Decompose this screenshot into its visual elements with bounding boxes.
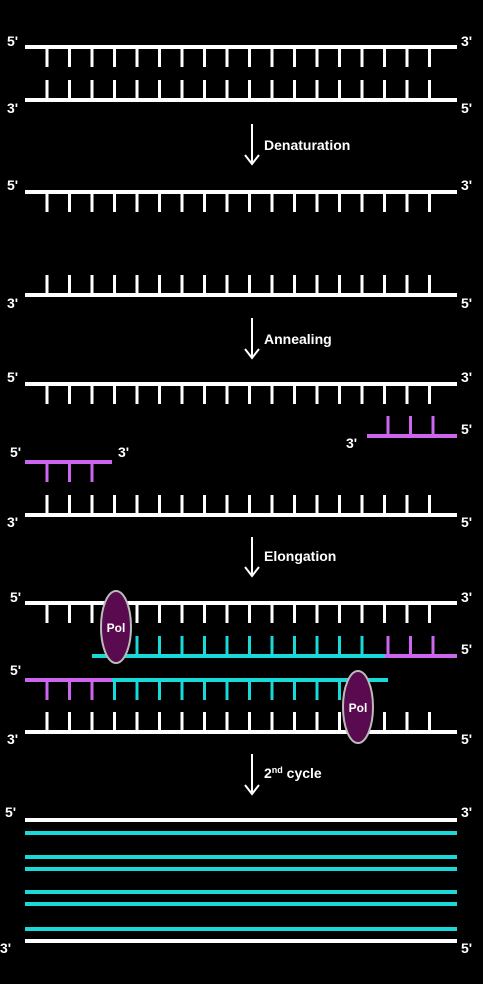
end-label-5prime: 5' <box>5 804 16 820</box>
end-label-5prime: 5' <box>461 421 472 437</box>
step-label-elongation: Elongation <box>264 548 336 564</box>
polymerase-bottom: Pol <box>342 670 374 744</box>
reverse-primer: 3' 5' <box>346 416 472 451</box>
elongation-stage: 5' 3' 5' Pol 5' 3' 5' Po <box>7 589 472 747</box>
bottom-strand-teeth <box>45 712 431 732</box>
down-arrow-icon <box>244 318 260 360</box>
end-label-5prime: 5' <box>10 589 21 605</box>
end-label-3prime: 3' <box>346 435 357 451</box>
end-label-3prime: 3' <box>461 589 472 605</box>
end-label-3prime: 3' <box>461 804 472 820</box>
forward-primer: 5' 3' <box>10 444 129 482</box>
end-label-3prime: 3' <box>0 940 11 956</box>
second-cycle-products: 5' 3' 3' 5' <box>0 804 472 956</box>
end-label-5prime: 5' <box>461 940 472 956</box>
step-label-second-cycle: 2nd cycle <box>264 765 322 781</box>
end-label-3prime: 3' <box>118 444 129 460</box>
end-label-5prime: 5' <box>7 33 18 49</box>
end-label-5prime: 5' <box>10 662 21 678</box>
step-label-annealing: Annealing <box>264 331 332 347</box>
end-label-5prime: 5' <box>461 100 472 116</box>
down-arrow-icon <box>244 537 260 578</box>
end-label-5prime: 5' <box>7 177 18 193</box>
lower-new-strand: 5' <box>10 662 388 700</box>
bottom-strand-teeth <box>45 275 431 295</box>
polymerase-label: Pol <box>349 701 368 715</box>
denatured-strands: 5' 3' 3' 5' <box>7 177 472 311</box>
end-label-3prime: 3' <box>7 100 18 116</box>
top-strand-teeth <box>45 47 431 67</box>
annealing-stage: 5' 3' 3' 5' 5' 3' 3' 5' <box>7 369 472 530</box>
end-label-3prime: 3' <box>461 177 472 193</box>
top-strand-teeth <box>45 192 431 212</box>
polymerase-ellipse-icon <box>100 590 132 664</box>
polymerase-top: Pol <box>100 590 132 664</box>
down-arrow-icon <box>244 124 260 166</box>
polymerase-label: Pol <box>107 621 126 635</box>
end-label-5prime: 5' <box>461 295 472 311</box>
end-label-5prime: 5' <box>7 369 18 385</box>
initial-double-strand: 5' 3' 3' 5' <box>7 33 472 116</box>
end-label-5prime: 5' <box>461 641 472 657</box>
end-label-5prime: 5' <box>461 514 472 530</box>
end-label-5prime: 5' <box>461 731 472 747</box>
step-label-denaturation: Denaturation <box>264 137 350 153</box>
down-arrow-icon <box>244 754 260 796</box>
end-label-3prime: 3' <box>7 514 18 530</box>
end-label-5prime: 5' <box>10 444 21 460</box>
bottom-strand-teeth <box>45 80 431 100</box>
end-label-3prime: 3' <box>7 731 18 747</box>
top-strand-teeth <box>45 384 431 404</box>
polymerase-ellipse-icon <box>342 670 374 744</box>
end-label-3prime: 3' <box>7 295 18 311</box>
upper-new-strand: 5' <box>92 636 472 658</box>
end-label-3prime: 3' <box>461 33 472 49</box>
end-label-3prime: 3' <box>461 369 472 385</box>
bottom-strand-teeth <box>45 495 431 515</box>
